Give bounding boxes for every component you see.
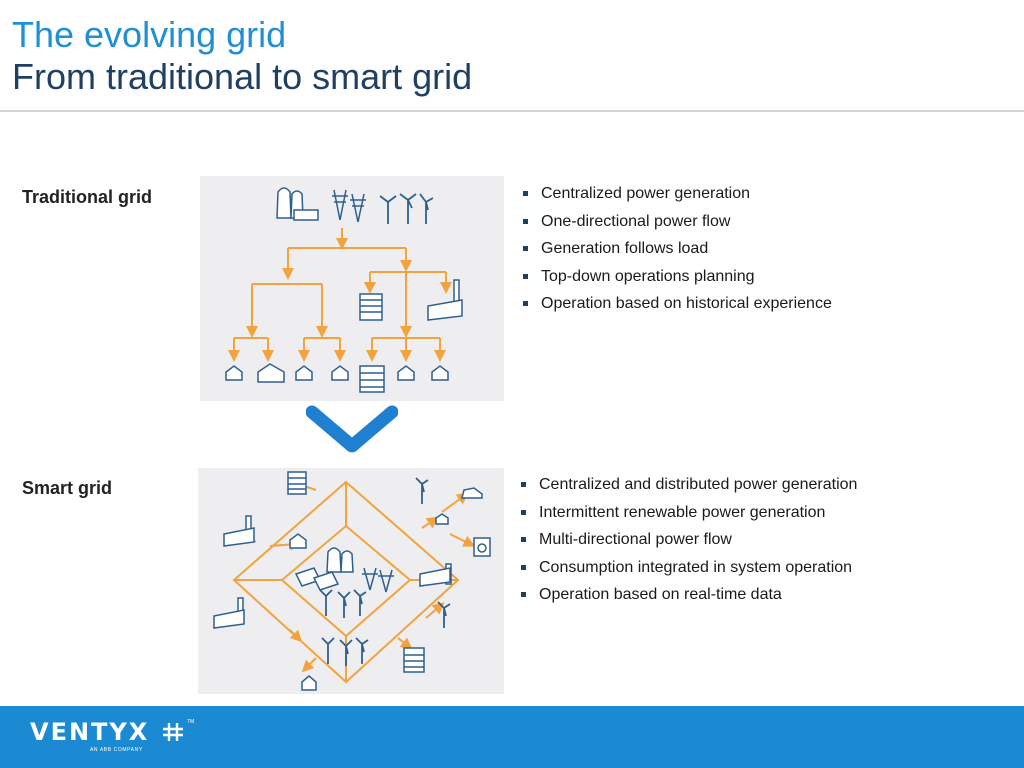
bullet-item: Operation based on real-time data [519,581,857,609]
office-building-icon [287,471,307,495]
bullet-item: Top-down operations planning [521,263,832,291]
house-icon [301,675,317,691]
factory-icon [427,279,463,321]
title-line-2: From traditional to smart grid [12,56,473,97]
power-plant-icon [326,547,354,573]
power-flow-lines [228,228,452,362]
logo-grid-icon [163,723,183,741]
factory-icon [213,597,245,629]
bullet-item: Centralized power generation [521,180,832,208]
slide-title: The evolving grid From traditional to sm… [12,14,472,98]
bullet-item: Multi-directional power flow [519,526,857,554]
house-icon [435,513,449,525]
traditional-grid-bullets: Centralized power generation One-directi… [521,180,832,318]
wind-turbine-icon [415,477,429,504]
house-icon [257,363,285,383]
title-line-1: The evolving grid [12,14,287,55]
logo-wordmark: VENTYX [30,718,150,746]
smart-grid-label: Smart grid [22,478,113,498]
electric-car-icon [461,487,483,499]
logo-trademark: TM [187,719,195,725]
factory-icon [419,563,452,587]
house-icon [289,533,307,549]
wind-turbine-icon [321,601,451,666]
bullet-item: Intermittent renewable power generation [519,499,857,527]
footer-bar: VENTYX TM AN ABB COMPANY [0,706,1024,768]
apartment-building-icon [359,365,385,393]
house-icon [295,365,313,381]
transmission-tower-icon [332,189,366,223]
house-icon [397,365,415,381]
wind-turbine-icon [379,193,434,224]
ventyx-logo: VENTYX TM AN ABB COMPANY [30,718,194,753]
chevron-down-icon [306,405,398,453]
bullet-item: Centralized and distributed power genera… [519,471,857,499]
house-icon [431,365,449,381]
logo-tagline: AN ABB COMPANY [90,747,143,753]
factory-icon [223,515,255,547]
traditional-grid-diagram [200,176,504,401]
house-icon [225,365,243,381]
power-plant-icon [276,187,319,221]
transmission-tower-icon [362,567,394,593]
bullet-item: One-directional power flow [521,208,832,236]
bullet-item: Consumption integrated in system operati… [519,554,857,582]
office-building-icon [359,293,383,321]
washing-machine-icon [473,537,491,557]
office-building-icon [403,647,425,673]
house-icon [331,365,349,381]
title-divider [0,110,1024,112]
wind-turbine-icon [319,589,367,618]
bullet-item: Generation follows load [521,235,832,263]
solar-panel-icon [294,567,340,591]
traditional-grid-label: Traditional grid [22,187,153,207]
smart-grid-bullets: Centralized and distributed power genera… [519,471,857,609]
smart-grid-diagram [198,468,504,694]
bullet-item: Operation based on historical experience [521,290,832,318]
